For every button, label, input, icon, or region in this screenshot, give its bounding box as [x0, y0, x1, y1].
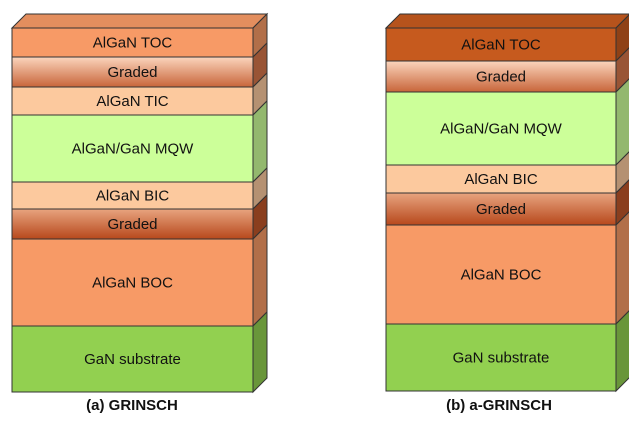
- layer-label-graded: Graded: [476, 201, 526, 218]
- layer-label-algan-toc: AlGaN TOC: [461, 37, 541, 54]
- layer-gan-substrate: [11, 325, 254, 393]
- layer-side-graded: [615, 47, 629, 94]
- layer-label-algan-gan-mqw: AlGaN/GaN MQW: [72, 141, 195, 158]
- layer-label-gan-substrate: GaN substrate: [84, 351, 181, 368]
- layer-algan-bic: [11, 181, 254, 210]
- layer-label-algan-tic: AlGaN TIC: [96, 93, 168, 110]
- layer-label-algan-bic: AlGaN BIC: [96, 188, 170, 205]
- layer-label-algan-toc: AlGaN TOC: [93, 35, 173, 52]
- layer-algan-toc: [11, 27, 254, 58]
- layer-label-graded: Graded: [107, 216, 157, 233]
- stack-top-face: [384, 13, 629, 29]
- layer-label-algan-gan-mqw: AlGaN/GaN MQW: [440, 121, 563, 138]
- layer-label-graded: Graded: [476, 69, 526, 86]
- stack-top-face: [10, 13, 269, 29]
- caption-grinsch: (a) GRINSCH: [86, 397, 178, 414]
- layer-label-algan-bic: AlGaN BIC: [464, 171, 538, 188]
- layer-algan-toc: [385, 27, 617, 62]
- layer-side-gan-substrate: [615, 310, 629, 393]
- layer-side-algan-boc: [252, 223, 268, 328]
- layer-algan-boc: [385, 224, 617, 325]
- layer-label-graded: Graded: [107, 64, 157, 81]
- layer-side-gan-substrate: [252, 310, 268, 394]
- layer-gan-substrate: [385, 323, 617, 392]
- layer-side-graded: [615, 179, 629, 227]
- layer-graded: [385, 192, 617, 226]
- layer-side-algan-toc: [615, 14, 629, 63]
- caption-a-grinsch: (b) a-GRINSCH: [446, 397, 552, 414]
- layer-label-gan-substrate: GaN substrate: [453, 350, 550, 367]
- layer-algan-bic: [385, 164, 617, 194]
- layer-side-algan-boc: [615, 211, 629, 326]
- layer-label-algan-boc: AlGaN BOC: [461, 267, 542, 284]
- layer-label-algan-boc: AlGaN BOC: [92, 275, 173, 292]
- layer-side-algan-gan-mqw: [615, 78, 629, 167]
- layer-algan-gan-mqw: [385, 91, 617, 166]
